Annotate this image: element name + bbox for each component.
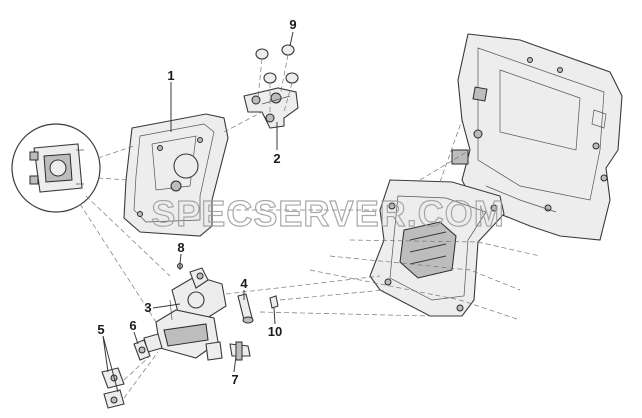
leader-lines — [102, 31, 294, 393]
callout-6: 6 — [129, 318, 136, 333]
part-7-fitting — [229, 341, 251, 361]
mounting-bracket — [369, 179, 505, 317]
callout-8: 8 — [177, 240, 184, 255]
part-2-small-bracket — [243, 87, 299, 129]
part-10-screw — [269, 295, 279, 309]
callout-3: 3 — [144, 300, 151, 315]
callout-7: 7 — [231, 372, 238, 387]
detail-zoom-circle — [11, 123, 101, 213]
callout-10: 10 — [268, 324, 282, 339]
callout-1: 1 — [167, 68, 174, 83]
part-3-valve-assembly — [143, 267, 227, 361]
part-5-fittings — [101, 367, 125, 409]
cab-floor-panel — [451, 33, 623, 241]
part-9-nuts — [255, 44, 299, 113]
callout-5: 5 — [97, 322, 104, 337]
callout-4: 4 — [240, 276, 248, 291]
assembly-guide-lines — [79, 111, 541, 399]
part-1-plate — [123, 113, 229, 237]
callout-9: 9 — [289, 17, 296, 32]
callout-2: 2 — [273, 151, 280, 166]
part-6-fitting — [133, 339, 151, 361]
watermark-text: SPECSERVER.COM — [151, 193, 504, 234]
part-4-bushing — [237, 293, 254, 324]
